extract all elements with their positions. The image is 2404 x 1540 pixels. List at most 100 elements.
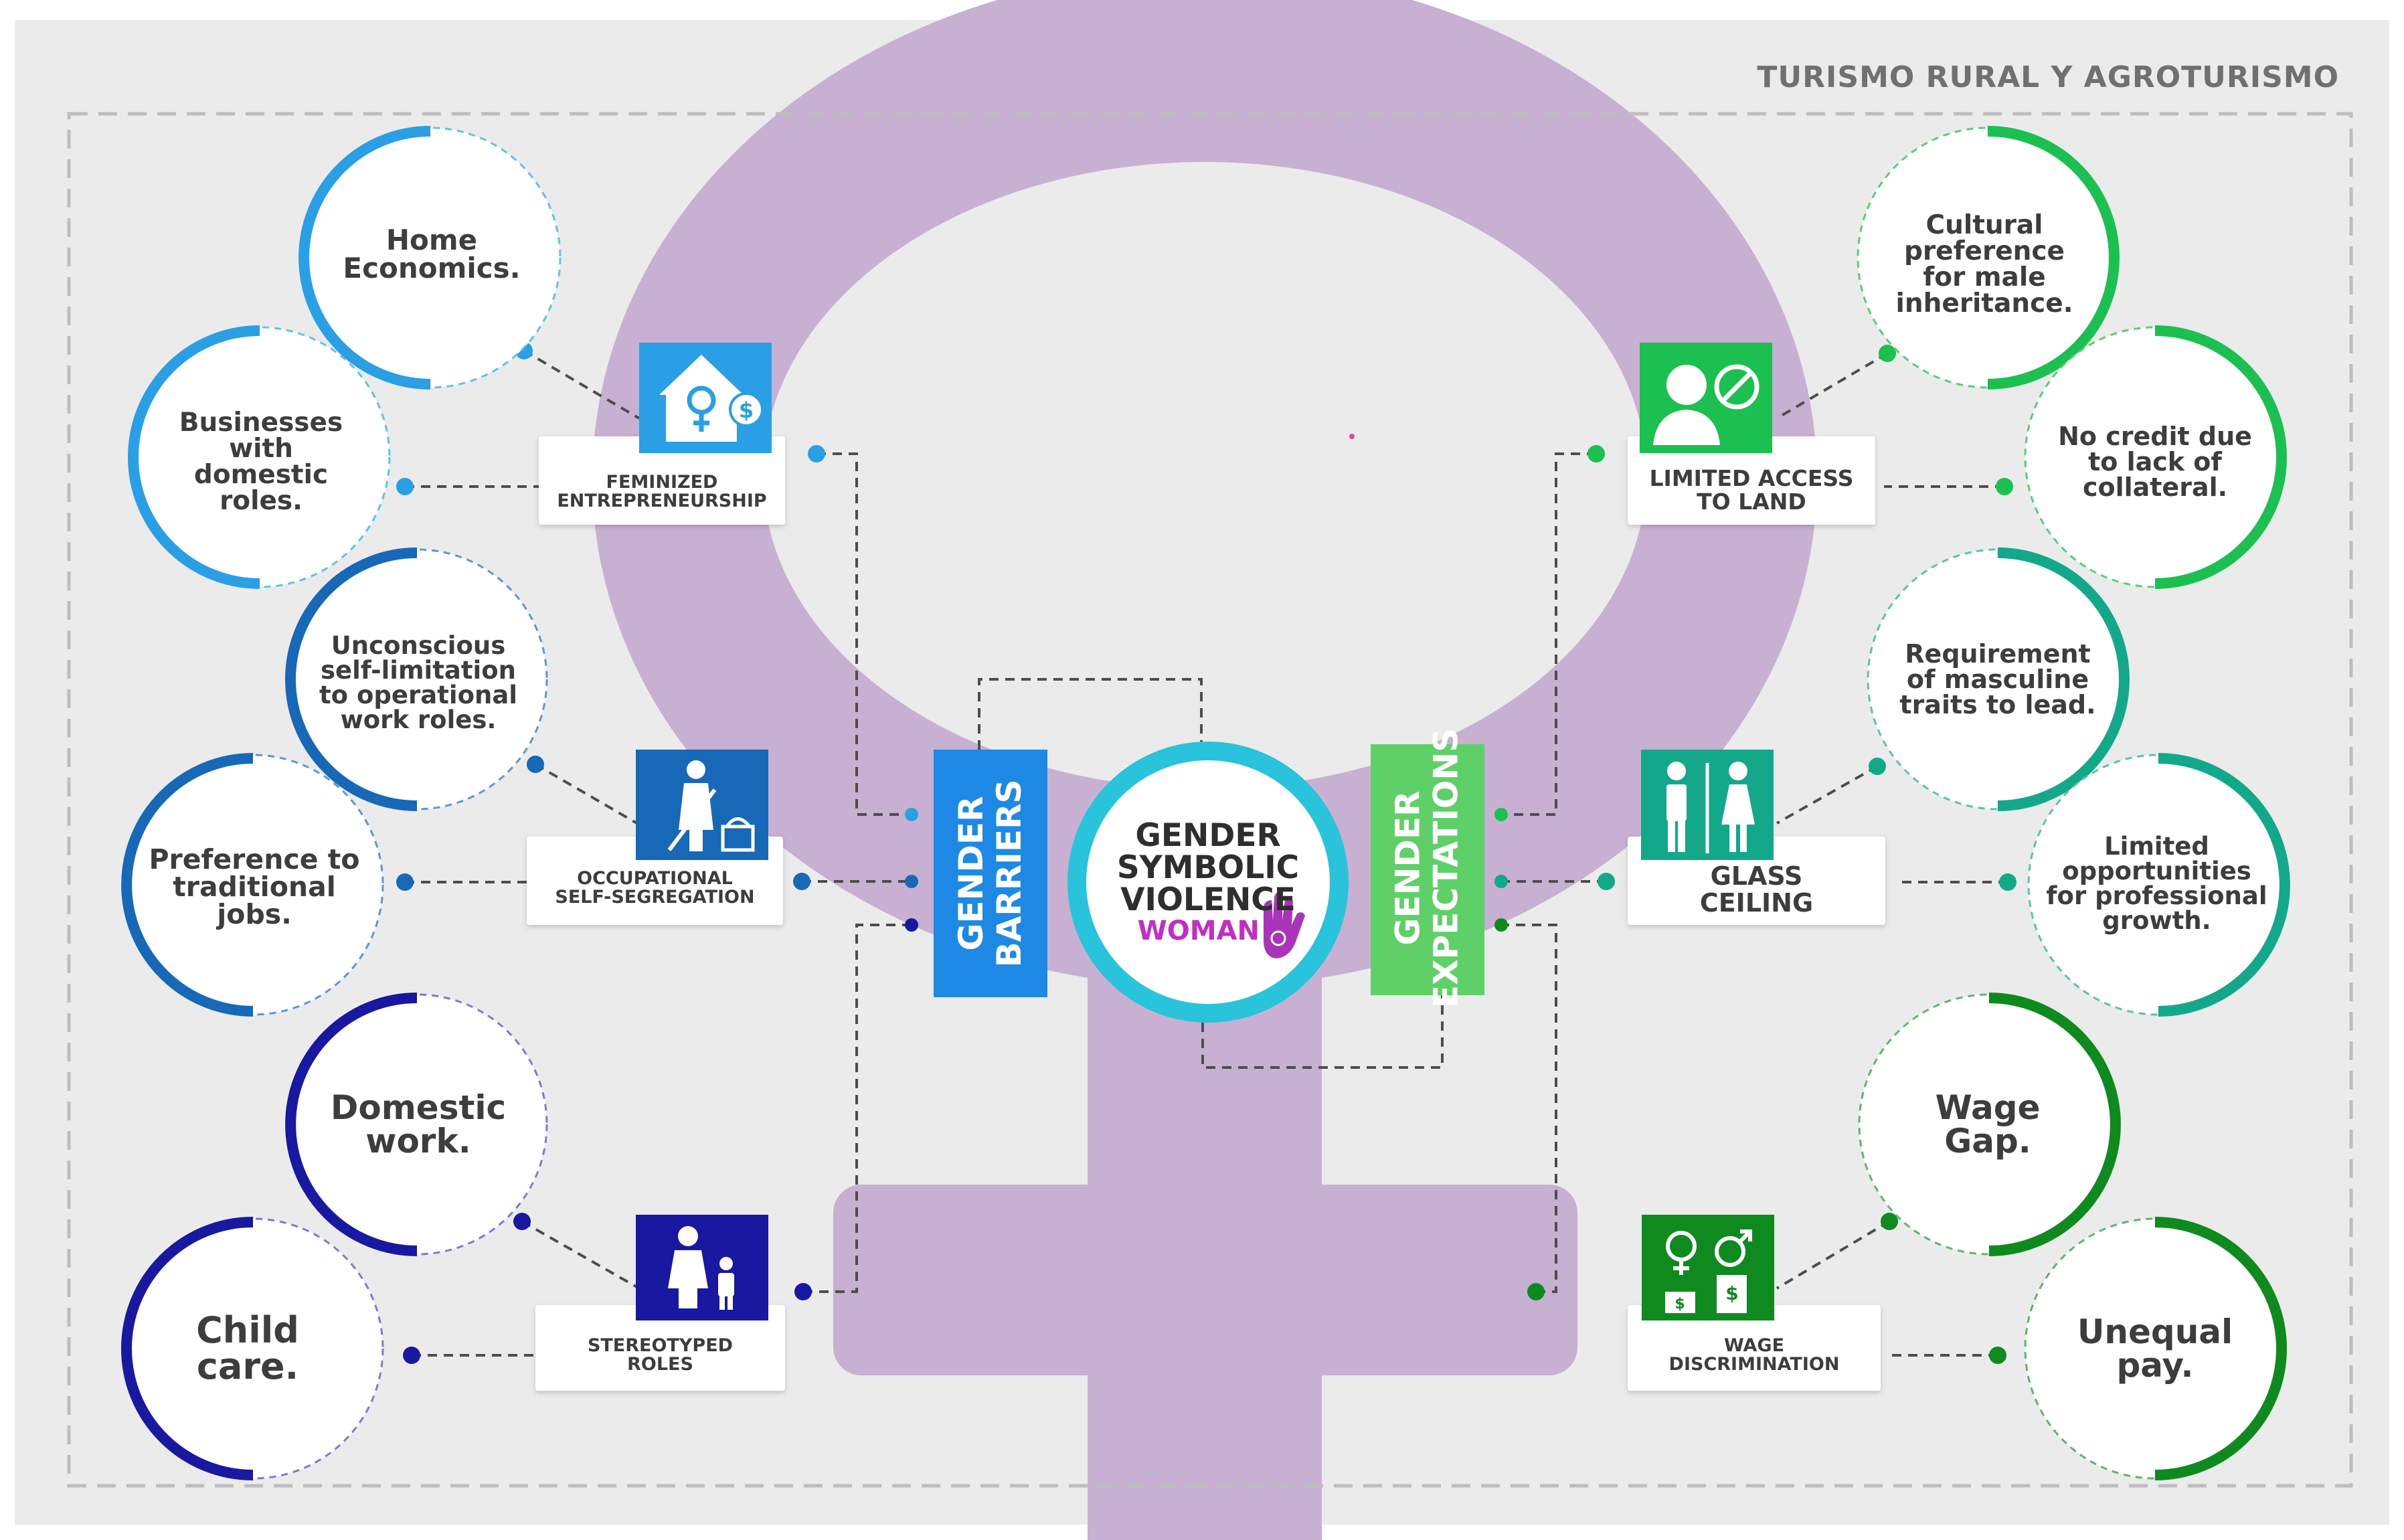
expectations-line-2: EXPECTATIONS [1426,728,1466,1009]
bubble-line: opportunities [2062,857,2251,885]
bubble-line: Preference to [149,843,360,875]
label-occupational-line-1: OCCUPATIONAL [577,867,733,889]
bubble-line: Wage [1935,1088,2041,1127]
bubble-line: to operational [319,681,517,709]
house-money-icon: $ [639,343,772,453]
bubble-line: Unconscious [331,631,506,660]
center-title: GENDER SYMBOLIC VIOLENCE [1088,820,1328,954]
bubble-cultural-preference [1857,126,2120,390]
text-unconscious: Unconscious self-limitation to operation… [298,626,539,740]
text-limited-opportunities: Limited opportunities for professional g… [2028,830,2286,937]
gender-expectations-bar [1371,744,1484,995]
bubble-line: Home [385,224,478,256]
label-glass-line-2: CEILING [1699,888,1814,918]
text-domestic-work: Domestic work. [301,1088,535,1161]
center-line-3: VIOLENCE [1120,881,1296,918]
bubble-line: growth. [2102,906,2211,935]
hand-icon [1264,891,1305,958]
bubble-line: No credit due [2058,422,2252,451]
gender-pay-icon: $ $ [1642,1215,1774,1320]
bubble-line: care. [196,1345,299,1387]
bubble-line: Limited [2104,832,2209,861]
bubble-line: roles. [220,486,303,516]
label-feminized: FEMINIZED ENTREPRENEURSHIP [539,468,785,515]
small-dot [1349,434,1355,439]
bubble-no-credit [2024,325,2287,589]
connector-dots [396,342,2016,1364]
bubble-wage-gap [1858,993,2121,1256]
text-cultural-preference: Cultural preference for male inheritance… [1867,211,2101,318]
bubble-unconscious-self-limitation [285,547,548,811]
text-preference-traditional: Preference to traditional jobs. [131,843,378,930]
bubble-preference-traditional [121,753,384,1017]
bubble-line: work roles. [340,705,497,734]
text-unequal-pay: Unequal pay. [2041,1308,2269,1389]
text-masculine-traits: Requirement of masculine traits to lead. [1874,639,2122,719]
bubble-businesses-domestic [128,325,391,589]
label-wage-discrimination: WAGE DISCRIMINATION [1628,1332,1881,1379]
bubble-limited-opportunities [2027,753,2290,1017]
bubble-line: with [229,434,293,464]
bubble-line: of masculine [1906,665,2089,694]
bubble-line: Businesses [179,408,343,438]
venus-symbol [592,0,1817,1540]
label-feminized-line-2: ENTREPRENEURSHIP [557,491,767,511]
bubble-line: Child [196,1309,299,1351]
label-stereotyped-line-1: STEREOTYPED [587,1335,734,1356]
bubble-line: inheritance. [1895,288,2073,319]
center-woman-label: WOMAN [1137,916,1260,946]
label-occupational: OCCUPATIONAL SELF-SEGREGATION [527,865,783,912]
bubble-masculine-traits [1867,547,2130,811]
bubble-child-care [121,1217,384,1480]
bubble-line: Gap. [1944,1122,2031,1161]
bubble-line: jobs. [217,897,292,930]
label-land-line-2: TO LAND [1697,488,1806,515]
bubble-unequal-pay [2024,1217,2287,1480]
center-line-1: GENDER [1135,817,1281,854]
header-title: TURISMO RURAL Y AGROTURISMO [1757,60,2339,94]
bubble-line: Cultural [1925,210,2043,240]
barriers-line-1: GENDER [951,796,991,951]
label-glass-ceiling: GLASS CEILING [1628,860,1885,920]
text-child-care: Child care. [134,1308,361,1389]
expectations-line-1: GENDER [1388,790,1427,946]
label-wage-line-2: DISCRIMINATION [1668,1354,1840,1375]
bubble-line: preference [1903,236,2065,266]
label-stereotyped: STEREOTYPED ROLES [535,1332,785,1379]
label-feminized-line-1: FEMINIZED [606,471,718,493]
label-occupational-line-2: SELF-SEGREGATION [555,887,755,908]
svg-text:$: $ [1675,1296,1685,1312]
bubble-line: traits to lead. [1899,690,2096,719]
mother-child-icon [636,1215,768,1320]
text-home-economics: Home Economics. [315,207,549,301]
bubble-line: work. [365,1122,471,1161]
bubble-line: Domestic [330,1088,507,1127]
label-glass-line-1: GLASS [1710,861,1803,891]
bubble-home-economics [298,126,562,390]
gender-barriers-label: GENDER BARRIERS [934,750,1047,997]
bubble-line: traditional [173,870,336,903]
label-limited-land: LIMITED ACCESS TO LAND [1628,465,1875,515]
gender-expectations-label: GENDER EXPECTATIONS [1371,728,1484,1008]
barriers-line-2: BARRIERS [990,779,1029,968]
bubble-line: collateral. [2082,473,2228,502]
text-businesses-domestic: Businesses with domestic roles. [141,402,381,522]
gender-barriers-bar [934,750,1047,997]
center-line-2: SYMBOLIC [1116,849,1300,886]
bubble-line: for male [1923,262,2046,292]
bubble-line: to lack of [2088,447,2222,477]
label-land-line-1: LIMITED ACCESS [1649,464,1854,491]
bubble-line: Unequal [2077,1312,2233,1351]
label-stereotyped-line-2: ROLES [627,1354,693,1375]
bubble-line: for professional [2046,881,2267,910]
bubble-line: domestic [193,460,329,490]
bubble-line: Requirement [1905,639,2091,669]
no-access-woman-icon [1640,343,1772,453]
bubble-line: pay. [2116,1346,2194,1385]
svg-text:$: $ [1725,1282,1738,1304]
text-no-credit: No credit due to lack of collateral. [2035,422,2276,502]
man-woman-icon [1641,750,1774,860]
bubble-line: self-limitation [321,656,516,685]
